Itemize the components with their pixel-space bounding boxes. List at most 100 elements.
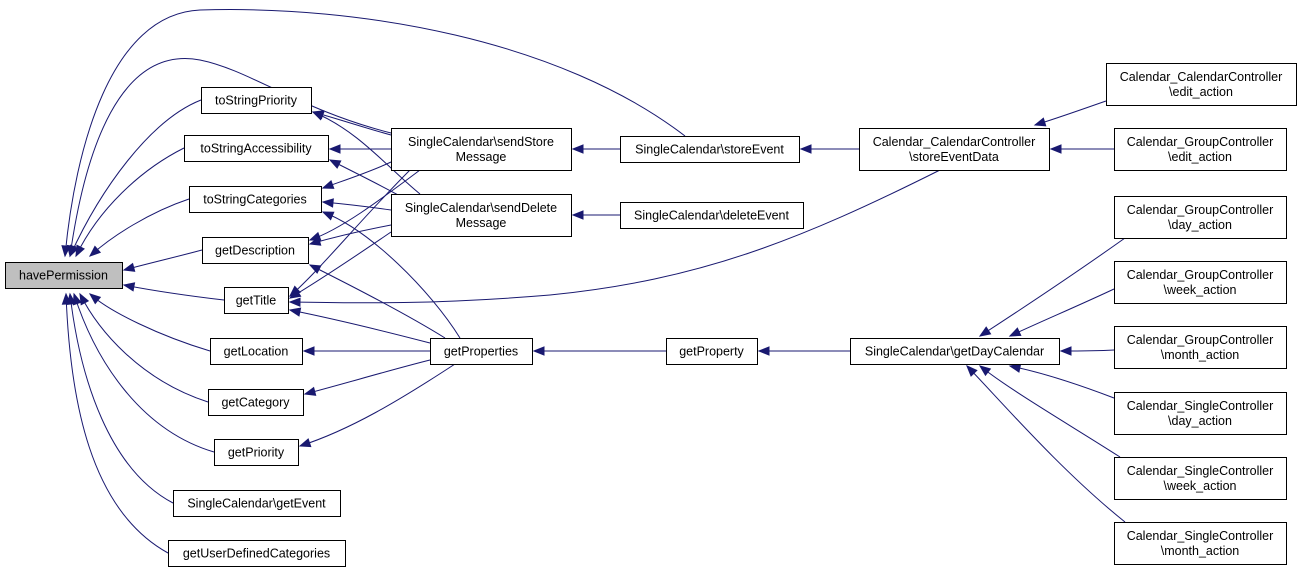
arrowhead: [799, 144, 812, 154]
edge-getPriority-to-havePermission: [72, 292, 215, 453]
edge-sendDeleteMessage-to-toStringPriority: [311, 111, 421, 195]
arrowhead: [308, 236, 322, 246]
arrowhead: [978, 326, 992, 337]
node-gcEdit[interactable]: Calendar_GroupController\edit_action: [1114, 128, 1287, 171]
node-box: [1114, 457, 1287, 500]
node-gcDay[interactable]: Calendar_GroupController\day_action: [1114, 196, 1287, 239]
node-havePermission[interactable]: havePermission: [5, 262, 123, 289]
node-getUserDefinedCategories[interactable]: getUserDefinedCategories: [168, 540, 346, 567]
node-storeEvent[interactable]: SingleCalendar\storeEvent: [620, 136, 800, 163]
edge-line: [309, 169, 421, 241]
node-box: [1114, 326, 1287, 369]
node-scWeek[interactable]: Calendar_SingleController\week_action: [1114, 457, 1287, 500]
node-label: Calendar_SingleController: [1127, 399, 1274, 413]
node-box: [620, 136, 800, 163]
node-getLocation[interactable]: getLocation: [210, 338, 303, 365]
edge-line: [322, 211, 461, 339]
edge-storeEventData-to-getTitle: [288, 169, 941, 307]
node-label: \edit_action: [1168, 150, 1232, 164]
node-label: getPriority: [228, 446, 285, 460]
node-box: [859, 128, 1050, 171]
arrowhead: [571, 210, 584, 220]
node-gcWeek[interactable]: Calendar_GroupController\week_action: [1114, 261, 1287, 304]
edge-line: [123, 284, 225, 301]
edge-line: [73, 293, 215, 453]
node-label: Calendar_GroupController: [1127, 333, 1274, 347]
node-getPriority[interactable]: getPriority: [214, 439, 299, 466]
node-getDayCalendar[interactable]: SingleCalendar\getDayCalendar: [850, 338, 1060, 365]
node-getProperties[interactable]: getProperties: [430, 338, 533, 365]
node-label: SingleCalendar\getEvent: [187, 497, 326, 511]
node-toStringAccessibility[interactable]: toStringAccessibility: [184, 135, 329, 162]
node-box: [202, 237, 309, 264]
node-box: [1106, 63, 1297, 106]
node-box: [5, 262, 123, 289]
node-label: Message: [456, 150, 507, 164]
edge-storeEvent-to-sendStoreMessage: [571, 144, 621, 154]
arrowhead: [88, 293, 102, 305]
edge-getUserDefinedCategories-to-havePermission: [61, 292, 169, 554]
node-label: toStringPriority: [215, 94, 298, 108]
node-getProperty[interactable]: getProperty: [666, 338, 758, 365]
edge-line: [979, 237, 1126, 337]
node-box: [620, 202, 804, 229]
node-box: [168, 540, 346, 567]
edge-sendStoreMessage-to-toStringAccessibility: [328, 144, 392, 154]
arrowhead: [328, 159, 342, 169]
node-label: toStringAccessibility: [200, 142, 312, 156]
node-box: [1114, 261, 1287, 304]
node-toStringCategories[interactable]: toStringCategories: [189, 186, 322, 213]
edge-line: [309, 264, 446, 339]
node-label: SingleCalendar\getDayCalendar: [865, 345, 1044, 359]
arrowhead: [288, 288, 302, 299]
edge-getProperties-to-getDescription: [308, 264, 446, 339]
node-getEvent[interactable]: SingleCalendar\getEvent: [173, 490, 341, 517]
edge-getProperties-to-getTitle: [288, 307, 431, 344]
node-label: Calendar_CalendarController: [873, 135, 1036, 149]
node-storeEventData[interactable]: Calendar_CalendarController\storeEventDa…: [859, 128, 1050, 171]
node-label: SingleCalendar\sendStore: [408, 135, 554, 149]
node-scMonth[interactable]: Calendar_SingleController\month_action: [1114, 522, 1287, 565]
node-label: \month_action: [1161, 544, 1240, 558]
edge-line: [75, 147, 185, 257]
arrowhead: [311, 111, 325, 121]
node-label: Message: [456, 216, 507, 230]
node-label: SingleCalendar\sendDelete: [405, 201, 557, 215]
arrowhead: [303, 386, 317, 396]
node-label: \week_action: [1164, 479, 1237, 493]
edge-line: [89, 198, 190, 257]
node-toStringPriority[interactable]: toStringPriority: [201, 87, 312, 114]
edges-layer: [61, 9, 1126, 554]
edge-getDayCalendar-to-getProperty: [757, 346, 851, 356]
edge-ccEdit-to-storeEventData: [1033, 100, 1107, 127]
node-box: [210, 338, 303, 365]
edge-getProperties-to-getLocation: [302, 346, 431, 356]
node-getDescription[interactable]: getDescription: [202, 237, 309, 264]
node-scDay[interactable]: Calendar_SingleController\day_action: [1114, 392, 1287, 435]
arrowhead: [75, 244, 85, 258]
arrowhead: [72, 292, 82, 306]
node-getTitle[interactable]: getTitle: [224, 287, 289, 314]
node-label: getDescription: [215, 244, 295, 258]
arrowhead: [1008, 327, 1022, 337]
node-deleteEvent[interactable]: SingleCalendar\deleteEvent: [620, 202, 804, 229]
arrowhead: [308, 264, 322, 274]
node-box: [1114, 128, 1287, 171]
edge-getEvent-to-havePermission: [66, 292, 174, 504]
node-label: \day_action: [1168, 218, 1232, 232]
node-gcMonth[interactable]: Calendar_GroupController\month_action: [1114, 326, 1287, 369]
edge-line: [289, 169, 411, 297]
node-label: \month_action: [1161, 348, 1240, 362]
node-getCategory[interactable]: getCategory: [208, 389, 304, 416]
edge-line: [79, 293, 209, 403]
arrowhead: [122, 282, 136, 292]
node-ccEdit[interactable]: Calendar_CalendarController\edit_action: [1106, 63, 1297, 106]
node-label: Calendar_GroupController: [1127, 203, 1274, 217]
node-label: havePermission: [19, 269, 108, 283]
node-label: getTitle: [236, 294, 277, 308]
arrowhead: [978, 365, 992, 377]
edge-line: [289, 309, 431, 344]
